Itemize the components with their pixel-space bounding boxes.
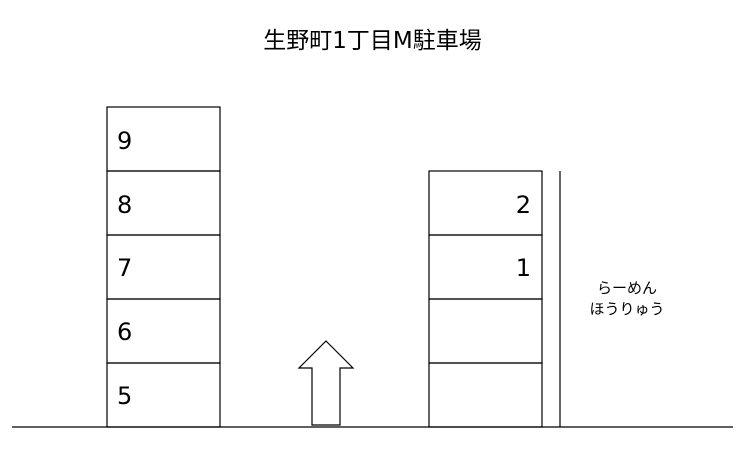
store-name-line1: らーめん: [597, 279, 657, 297]
parking-space-7-label: 7: [117, 254, 132, 282]
parking-space-empty-a: [428, 298, 543, 364]
right-parking-column: 2 1: [428, 170, 543, 428]
parking-space-8-label: 8: [117, 191, 132, 219]
parking-space-2-label: 2: [516, 191, 531, 219]
parking-space-5-label: 5: [117, 382, 132, 410]
parking-space-9-label: 9: [117, 127, 132, 155]
store-name-line2: ほうりゅう: [589, 300, 664, 318]
left-parking-column: 9 8 7 6 5: [106, 106, 221, 428]
page-title: 生野町1丁目M駐車場: [263, 28, 482, 54]
parking-space-6-label: 6: [117, 318, 132, 346]
parking-space-1-label: 1: [516, 254, 531, 282]
parking-space-5: [106, 362, 221, 428]
entrance-arrow-icon: [297, 340, 355, 426]
parking-space-empty-b: [428, 362, 543, 428]
